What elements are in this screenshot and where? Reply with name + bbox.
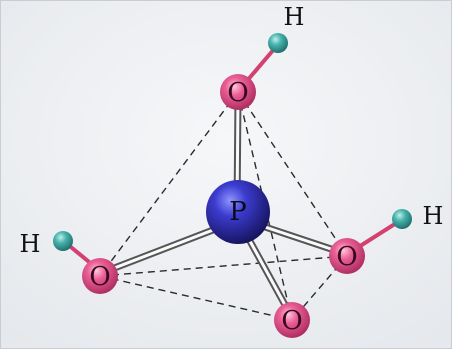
hydrogen-atom-right [392, 209, 412, 229]
bond-p-o-left-inner [102, 223, 228, 274]
po-bonds [100, 94, 347, 318]
oxygen-atom-top [220, 74, 256, 110]
oxygen-atom-right [329, 238, 365, 274]
oxygen-label-bottom: O [281, 306, 302, 336]
edge-top-left [99, 91, 239, 277]
hydrogen-label-right: H [423, 202, 444, 230]
bond-p-o-bottom-inner [243, 230, 292, 316]
edge-left-bottom [99, 275, 293, 321]
bond-o-top-h [244, 46, 277, 84]
bond-o-right-h [355, 220, 400, 250]
edge-top-right [237, 91, 348, 257]
oxygen-atom-left [82, 258, 118, 294]
phosphorus-label: P [229, 197, 247, 227]
oxygen-atoms [82, 74, 365, 338]
hydrogen-atom-top [268, 33, 288, 53]
hydrogen-atom-left [53, 231, 73, 251]
edge-top-bottom [237, 91, 293, 321]
oxygen-label-left: O [89, 262, 110, 292]
oxygen-atom-bottom [274, 302, 310, 338]
hydrogen-label-left: H [20, 230, 41, 258]
hydrogen-atoms [53, 33, 412, 251]
oxygen-label-right: O [336, 242, 357, 272]
hydrogen-label-top: H [284, 3, 305, 31]
edge-left-right [99, 255, 348, 277]
phosphorus-atom [206, 180, 270, 244]
oxygen-label-top: O [227, 78, 248, 108]
